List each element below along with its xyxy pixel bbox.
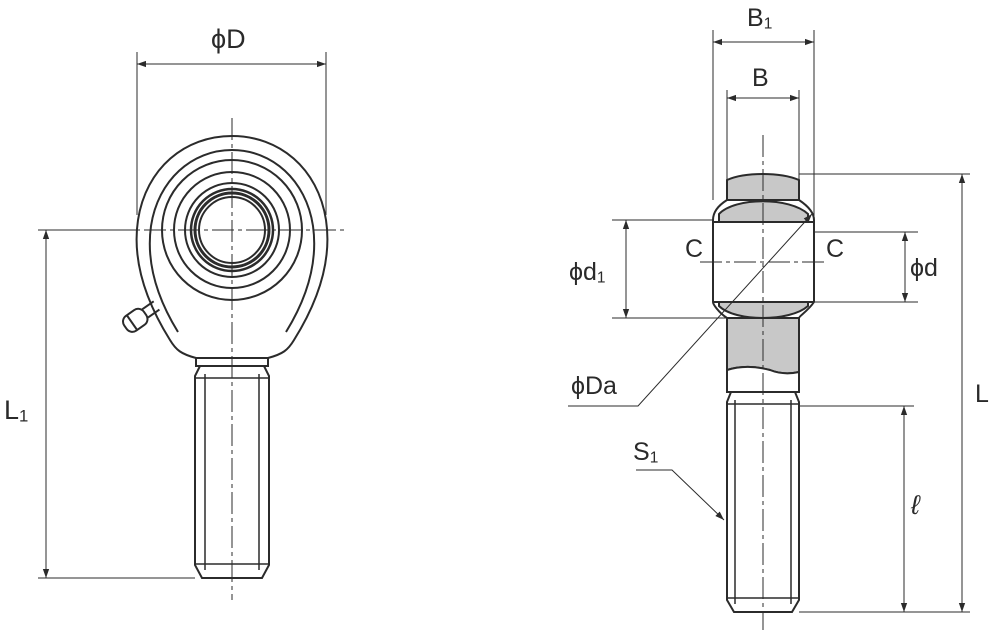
leader-S1 [636,469,725,521]
leader-phi-Da [568,213,813,407]
label-phi-Da: ϕDa [571,374,617,399]
label-B1-text: B [747,4,764,32]
front-shank [194,365,270,579]
label-phi-Da-text: ϕDa [571,372,617,400]
side-dimensions [568,30,970,613]
front-centerlines [110,118,345,600]
label-phi-d: ϕd [910,256,938,281]
label-ell-text: ℓ [911,490,920,520]
front-dimensions [38,52,327,579]
head-inner-outline [148,148,316,333]
label-L1-sub: 1 [19,406,29,426]
label-phi-d-text: ϕd [910,254,938,282]
label-B1-sub: 1 [763,15,773,33]
label-C-right-text: C [826,235,845,263]
label-L-text: L [975,380,989,408]
label-B-text: B [752,64,769,92]
label-S1: S1 [633,440,658,466]
label-S1-text: S [633,438,650,466]
label-S1-sub: 1 [649,449,659,467]
label-B: B [752,66,769,91]
label-L1-text: L [4,395,20,425]
label-C-left: C [685,237,703,262]
label-C-right: C [826,237,844,262]
label-phi-d1-sub: 1 [596,269,606,287]
label-phi-d1: ϕd1 [569,260,606,286]
label-ell: ℓ [911,492,920,519]
head-outline [135,134,329,359]
label-L1: L1 [4,397,28,425]
side-centerlines [700,135,826,630]
label-L: L [975,382,989,407]
label-phi-D-text: ϕD [211,24,246,54]
grease-nipple [122,300,160,333]
label-phi-D: ϕD [211,26,246,53]
label-B1: B1 [747,6,772,32]
label-phi-d1-text: ϕd [569,258,597,286]
front-view [122,134,329,579]
label-C-left-text: C [685,235,704,263]
